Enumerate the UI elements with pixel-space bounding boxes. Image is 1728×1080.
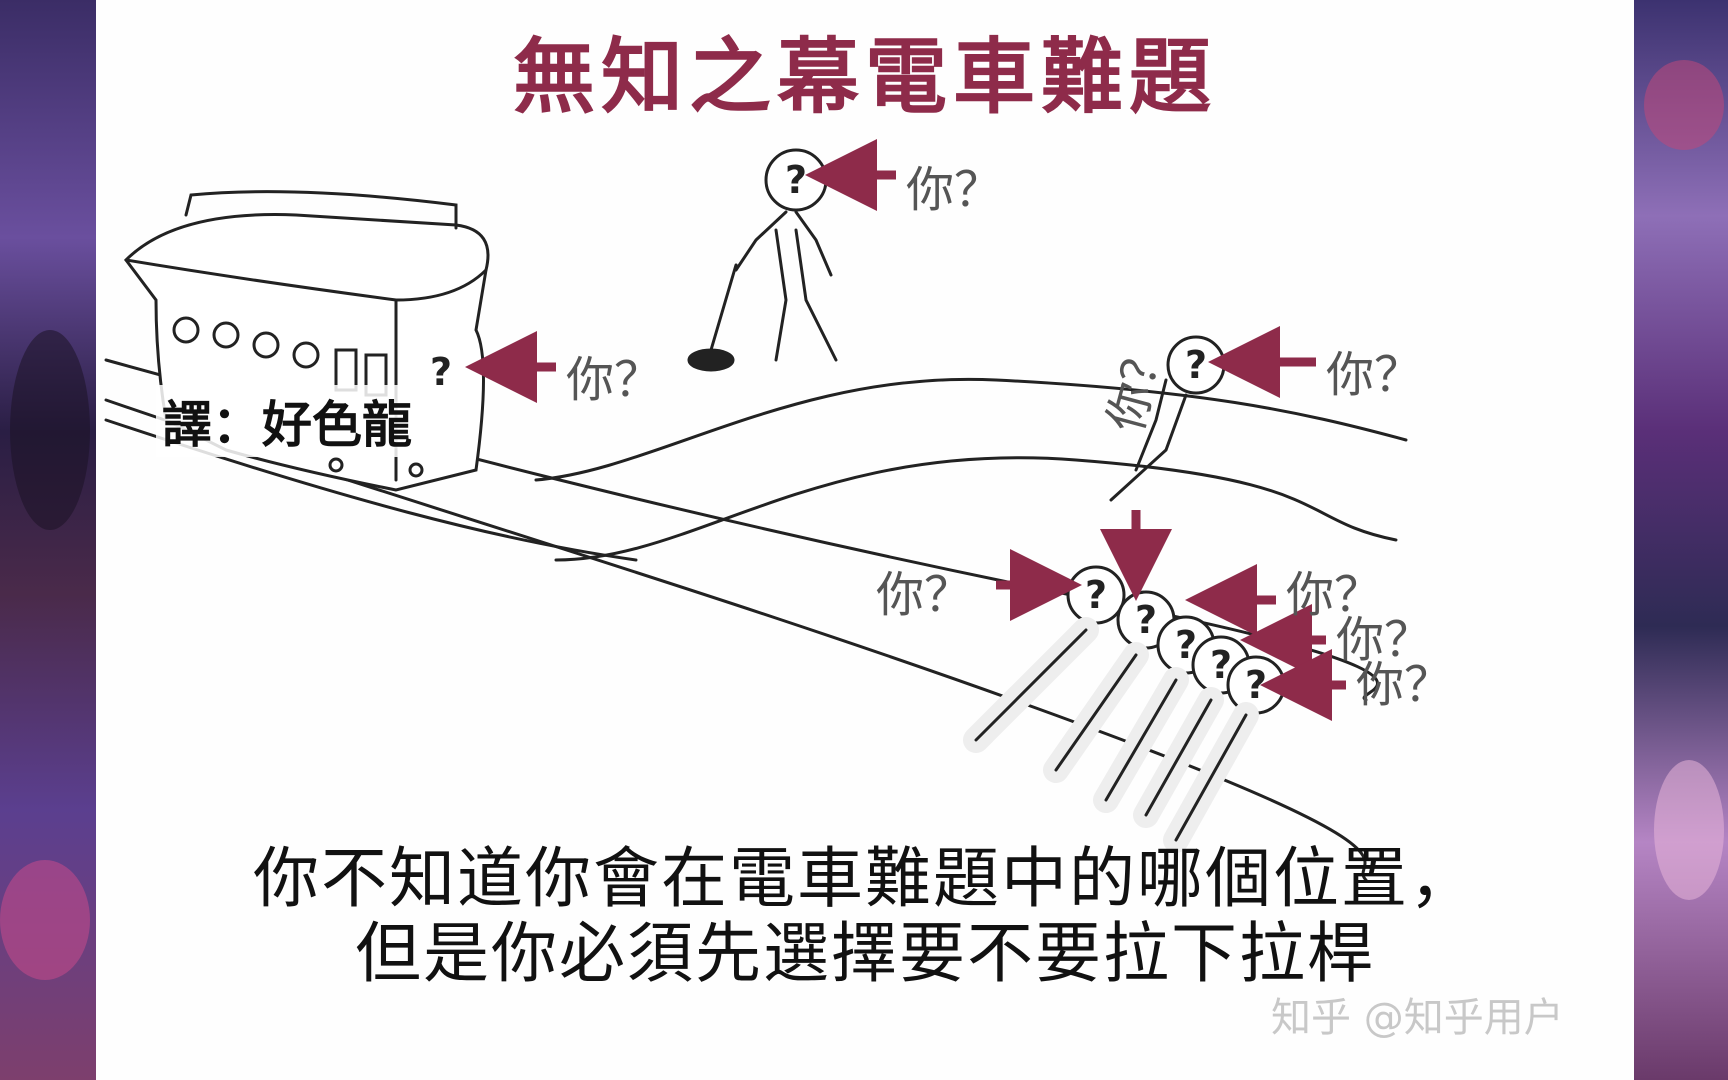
translator-credit: 譯：好色龍 — [156, 385, 418, 457]
svg-text:?: ? — [1185, 343, 1207, 387]
victim-right-label-3: 你？ — [1356, 657, 1453, 713]
svg-text:?: ? — [785, 158, 807, 202]
trolley-label: 你？ — [566, 352, 663, 408]
trolley-meme-image: ? ? ? ? ? ? ? ? 無知之幕電車難題 你？ 你？ 你？ 你？ 你？ … — [96, 0, 1634, 1080]
caption-line-1: 你不知道你會在電車難題中的哪個位置， — [253, 840, 1477, 917]
victim-right-label-1: 你？ — [1286, 567, 1383, 623]
caption-line-2: 但是你必須先選擇要不要拉下拉桿 — [355, 915, 1375, 992]
side-track-person-label: 你？ — [1326, 347, 1423, 403]
svg-text:?: ? — [1210, 643, 1232, 687]
svg-text:?: ? — [1135, 598, 1157, 642]
svg-text:?: ? — [430, 350, 452, 394]
lever-person-label: 你？ — [906, 162, 1003, 218]
svg-text:?: ? — [1085, 573, 1107, 617]
victim-left-label: 你？ — [876, 567, 973, 623]
meme-title: 無知之幕電車難題 — [512, 30, 1217, 125]
source-watermark: 知乎 @知乎用户 — [1271, 995, 1564, 1041]
svg-text:?: ? — [1245, 663, 1267, 707]
victim-right-label-2: 你？ — [1336, 612, 1433, 668]
svg-text:?: ? — [1175, 623, 1197, 667]
right-background-strip — [1634, 0, 1728, 1080]
left-background-strip — [0, 0, 96, 1080]
